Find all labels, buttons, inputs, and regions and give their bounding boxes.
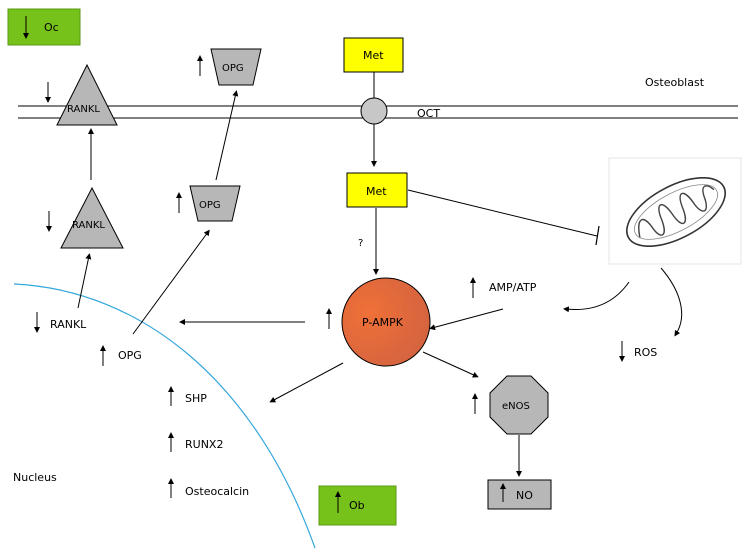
ros-label: ROS <box>634 346 657 359</box>
pampk-to-nucleus-lower-arrow <box>269 362 344 403</box>
runx2-label: RUNX2 <box>185 438 223 451</box>
met-inhibits-mitochondria-line <box>407 189 598 237</box>
opg-top-trapezoid <box>210 48 262 86</box>
no-label: NO <box>516 489 533 502</box>
mito-to-ampatp-arrow <box>563 281 630 313</box>
opg-nucleus-to-mid-arrow <box>132 229 210 335</box>
enos-label: eNOS <box>502 401 530 412</box>
met-inside-label: Met <box>366 185 387 198</box>
ampatp-label: AMP/ATP <box>489 281 537 294</box>
osteocalcin-label: Osteocalcin <box>185 485 249 498</box>
nucleus-boundary <box>13 283 316 549</box>
shp-label: SHP <box>185 392 207 405</box>
opg-mid-label: OPG <box>199 200 221 211</box>
pampk-to-enos-arrow <box>422 351 479 378</box>
oc-label: Oc <box>44 21 59 34</box>
ampatp-to-pampk-arrow <box>429 308 504 331</box>
osteoblast-label: Osteoblast <box>645 76 705 89</box>
pampk-circle <box>341 277 431 367</box>
opg-mid-trapezoid <box>189 185 241 222</box>
met-top-label: Met <box>363 49 384 62</box>
no-box <box>487 479 552 510</box>
opg-top-label: OPG <box>222 63 244 74</box>
question-mark: ? <box>358 238 363 249</box>
ob-box <box>318 485 397 526</box>
pampk-label: P-AMPK <box>362 316 404 329</box>
oct-label: OCT <box>417 107 440 120</box>
rankl-top-triangle <box>56 63 118 126</box>
inhibition-bar <box>595 225 600 246</box>
mito-to-ros-arrow <box>660 267 683 337</box>
opg-nucleus-label: OPG <box>118 349 142 362</box>
enos-octagon <box>489 375 549 435</box>
rankl-nucleus-label: RANKL <box>50 318 87 331</box>
ob-label: Ob <box>349 499 365 512</box>
nucleus-label: Nucleus <box>13 471 57 484</box>
rankl-top-label: RANKL <box>67 104 100 115</box>
met-top-box <box>343 37 404 73</box>
rankl-mid-label: RANKL <box>72 220 105 231</box>
rankl-nucleus-to-mid-arrow <box>77 253 92 309</box>
oc-box <box>7 8 81 46</box>
met-inside-box <box>346 172 408 208</box>
opg-mid-to-top-arrow <box>215 90 239 181</box>
rankl-mid-triangle <box>60 186 124 249</box>
oct-transporter <box>360 97 388 125</box>
mitochondria-icon <box>625 176 727 248</box>
